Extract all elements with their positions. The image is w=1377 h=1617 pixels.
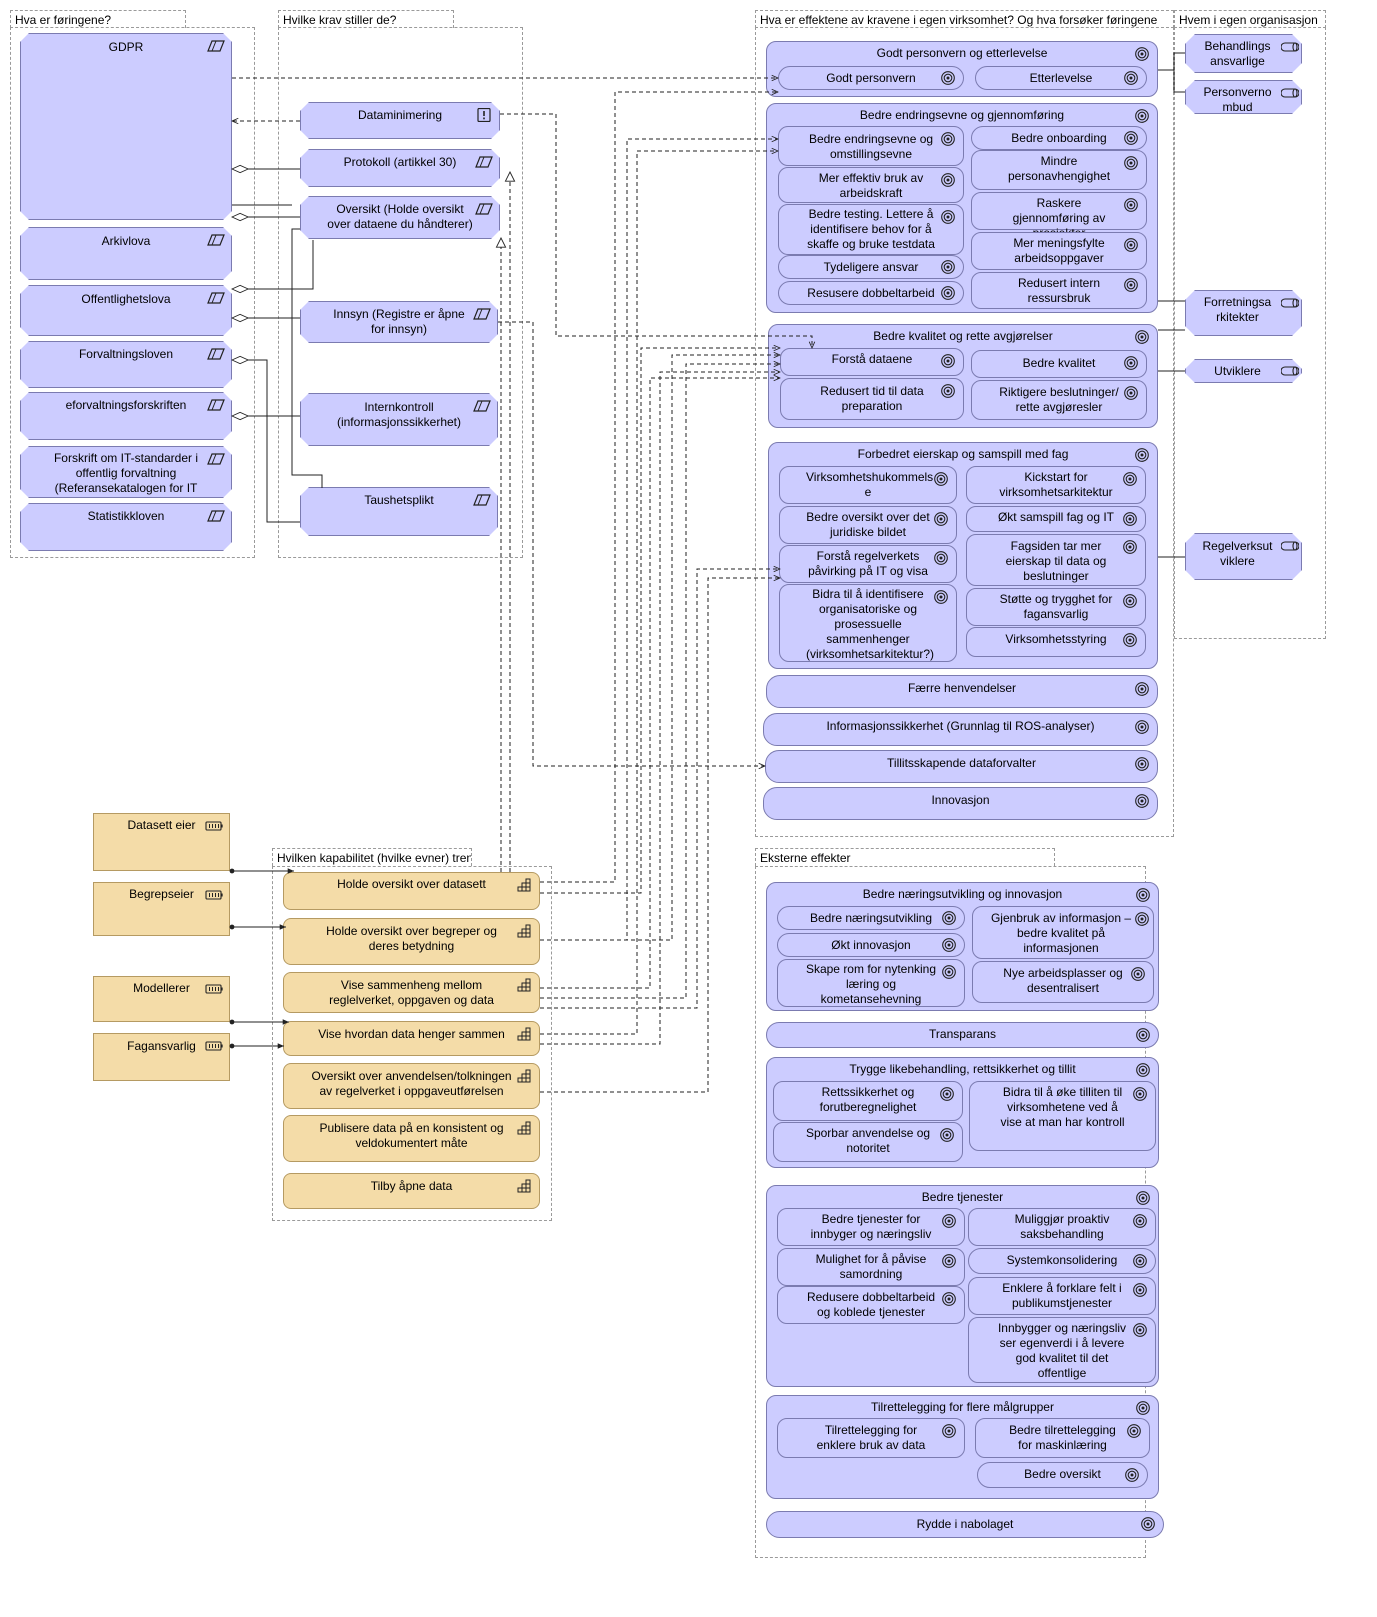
group-krav: [278, 27, 523, 558]
goal-testing[interactable]: Bedre testing. Lettere å identifisere be…: [778, 204, 964, 255]
goal-personavhengighet[interactable]: Mindre personavhengighet: [971, 150, 1147, 190]
goal-tillitsskapende[interactable]: Tillitsskapende dataforvalter: [765, 750, 1158, 783]
krav-internkontroll[interactable]: Internkontroll (informasjonssikkerhet): [300, 393, 498, 446]
goal-dobbeltarbeid[interactable]: Resusere dobbeltarbeid: [778, 281, 964, 305]
goal-godt-personvern[interactable]: Godt personvern: [778, 66, 964, 90]
goal-tydeligere-ansvar[interactable]: Tydeligere ansvar: [778, 255, 964, 279]
foring-statistikkloven[interactable]: Statistikkloven: [20, 503, 232, 551]
capability-anvendelse[interactable]: Oversikt over anvendelsen/tolkningen av …: [283, 1063, 540, 1109]
actor-begrepseier[interactable]: Begrepseier: [93, 882, 230, 936]
goal-ressursbruk[interactable]: Redusert intern ressursbruk: [971, 272, 1147, 309]
goal-forsta-dataene[interactable]: Forstå dataene: [780, 348, 964, 376]
group-hvem: [1174, 27, 1326, 639]
goal-bedre-oversikt[interactable]: Bedre oversikt: [977, 1462, 1148, 1488]
goal-sporbar-anvendelse[interactable]: Sporbar anvendelse og notoritet: [773, 1122, 963, 1162]
group-hvem-title: Hvem i egen organisasjon: [1174, 10, 1326, 28]
capability-sammenheng[interactable]: Vise sammenheng mellom reglelverket, opp…: [283, 972, 540, 1013]
goal-meningsfylte[interactable]: Mer meningsfylte arbeidsoppgaver: [971, 232, 1147, 270]
capability-datasett[interactable]: Holde oversikt over datasett: [283, 872, 540, 910]
goal-tjenester-innbygger[interactable]: Bedre tjenester for innbyger og næringsl…: [777, 1208, 965, 1246]
goal-gjenbruk-informasjon[interactable]: Gjenbruk av informasjon – bedre kvalitet…: [972, 906, 1154, 959]
goal-data-preparation[interactable]: Redusert tid til data preparation: [780, 378, 964, 420]
role-personvernombud[interactable]: Personverno mbud: [1185, 80, 1302, 114]
goal-virksomhetsstyring[interactable]: Virksomhetsstyring: [966, 627, 1146, 657]
goal-organisatoriske-sammenhenger[interactable]: Bidra til å identifisere organisatoriske…: [779, 584, 957, 662]
group-effekter: [755, 27, 1174, 837]
capability-begreper[interactable]: Holde oversikt over begreper og deres be…: [283, 918, 540, 965]
actor-datasett-eier[interactable]: Datasett eier: [93, 813, 230, 871]
goal-samordning[interactable]: Mulighet for å påvise samordning: [777, 1248, 965, 1286]
group-foringer-title: Hva er føringene?: [10, 10, 186, 28]
goal-fagsiden-eierskap[interactable]: Fagsiden tar mer eierskap til data og be…: [966, 534, 1146, 586]
goal-bedre-kvalitet[interactable]: Bedre kvalitet: [971, 350, 1147, 378]
group-eksterne-title: Eksterne effekter: [755, 848, 1055, 866]
goal-stotte-fagansvarlig[interactable]: Støtte og trygghet for fagansvarlig: [966, 588, 1146, 626]
goal-faerre-henvendelser[interactable]: Færre henvendelser: [766, 675, 1158, 708]
krav-protokoll[interactable]: Protokoll (artikkel 30): [300, 149, 500, 187]
capability-data-sammen[interactable]: Vise hvordan data henger sammen: [283, 1021, 540, 1056]
foring-forskrift-it[interactable]: Forskrift om IT-standarder i offentlig f…: [20, 446, 232, 498]
foring-offentlighetslova[interactable]: Offentlighetslova: [20, 285, 232, 336]
group-effekter-title: Hva er effektene av kravene i egen virks…: [755, 10, 1174, 28]
goal-samspill-fag-it[interactable]: Økt samspill fag og IT: [966, 506, 1146, 532]
goal-proaktiv-saksbehandling[interactable]: Muliggjør proaktiv saksbehandling: [968, 1208, 1156, 1246]
krav-dataminimering[interactable]: Dataminimering: [300, 102, 500, 139]
krav-taushetsplikt[interactable]: Taushetsplikt: [300, 487, 498, 536]
goal-egenverdi[interactable]: Innbygger og næringsliv ser egenverdi i …: [968, 1317, 1156, 1383]
goal-oke-tilliten[interactable]: Bidra til å øke tilliten til virksomhete…: [969, 1081, 1156, 1151]
foring-eforvaltning[interactable]: eforvaltningsforskriften: [20, 392, 232, 440]
foring-arkivlova[interactable]: Arkivlova: [20, 227, 232, 280]
goal-enklere-bruk[interactable]: Tilrettelegging for enklere bruk av data: [777, 1418, 965, 1458]
role-regelverksutviklere[interactable]: Regelverksut viklere: [1185, 533, 1302, 580]
goal-maskinlaering[interactable]: Bedre tilrettelegging for maskinlæring: [975, 1418, 1150, 1458]
goal-arbeidskraft[interactable]: Mer effektiv bruk av arbeidskraft: [778, 167, 964, 203]
goal-rydde-nabolaget[interactable]: Rydde i nabolaget: [766, 1511, 1164, 1538]
goal-virksomhetshukommelse[interactable]: Virksomhetshukommels e: [779, 466, 957, 504]
goal-innovasjon[interactable]: Innovasjon: [763, 787, 1158, 820]
foring-gdpr[interactable]: GDPR: [20, 33, 232, 220]
goal-etterlevelse[interactable]: Etterlevelse: [975, 66, 1147, 90]
actor-fagansvarlig[interactable]: Fagansvarlig: [93, 1033, 230, 1081]
goal-koblede-tjenester[interactable]: Redusere dobbeltarbeid og koblede tjenes…: [777, 1286, 965, 1324]
capability-publisere[interactable]: Publisere data på en konsistent og veldo…: [283, 1115, 540, 1162]
goal-kickstart[interactable]: Kickstart for virksomhetsarkitektur: [966, 466, 1146, 504]
role-behandlingsansvarlige[interactable]: Behandlings ansvarlige: [1185, 34, 1302, 73]
krav-innsyn[interactable]: Innsyn (Registre er åpne for innsyn): [300, 301, 498, 343]
goal-nye-arbeidsplasser[interactable]: Nye arbeidsplasser og desentralisert: [972, 961, 1154, 1003]
role-utviklere[interactable]: Utviklere: [1185, 359, 1302, 383]
goal-omstillingsevne[interactable]: Bedre endringsevne og omstillingsevne: [778, 126, 964, 166]
actor-modellerer[interactable]: Modellerer: [93, 976, 230, 1022]
goal-regelverkets-pavirkning[interactable]: Forstå regelverkets påvirking på IT og v…: [779, 545, 957, 583]
goal-okt-innovasjon[interactable]: Økt innovasjon: [777, 933, 965, 957]
goal-bedre-naeringsutvikling[interactable]: Bedre næringsutvikling: [777, 906, 965, 930]
group-kapabilitet-title: Hvilken kapabilitet (hvilke evner) treng…: [272, 848, 472, 866]
role-forretningsarkitekter[interactable]: Forretningsa rkitekter: [1185, 290, 1302, 336]
goal-systemkonsolidering[interactable]: Systemkonsolidering: [968, 1248, 1156, 1274]
goal-juridiske-bildet[interactable]: Bedre oversikt over det juridiske bildet: [779, 506, 957, 544]
group-foringer: [10, 27, 255, 558]
capability-apne-data[interactable]: Tilby åpne data: [283, 1173, 540, 1209]
group-krav-title: Hvilke krav stiller de?: [278, 10, 454, 28]
goal-onboarding[interactable]: Bedre onboarding: [971, 126, 1147, 150]
goal-transparans[interactable]: Transparans: [766, 1022, 1159, 1048]
foring-forvaltningsloven[interactable]: Forvaltningsloven: [20, 341, 232, 388]
goal-riktigere-beslutninger[interactable]: Riktigere beslutninger/ rette avgjøresle…: [971, 380, 1147, 420]
krav-oversikt[interactable]: Oversikt (Holde oversikt over dataene du…: [300, 196, 500, 239]
goal-informasjonssikkerhet[interactable]: Informasjonssikkerhet (Grunnlag til ROS-…: [763, 713, 1158, 746]
goal-rettssikkerhet[interactable]: Rettssikkerhet og forutberegnelighet: [773, 1081, 963, 1121]
goal-forklare-felt[interactable]: Enklere å forklare felt i publikumstjene…: [968, 1277, 1156, 1315]
goal-nytenking[interactable]: Skape rom for nytenking læring og kometa…: [777, 959, 965, 1007]
